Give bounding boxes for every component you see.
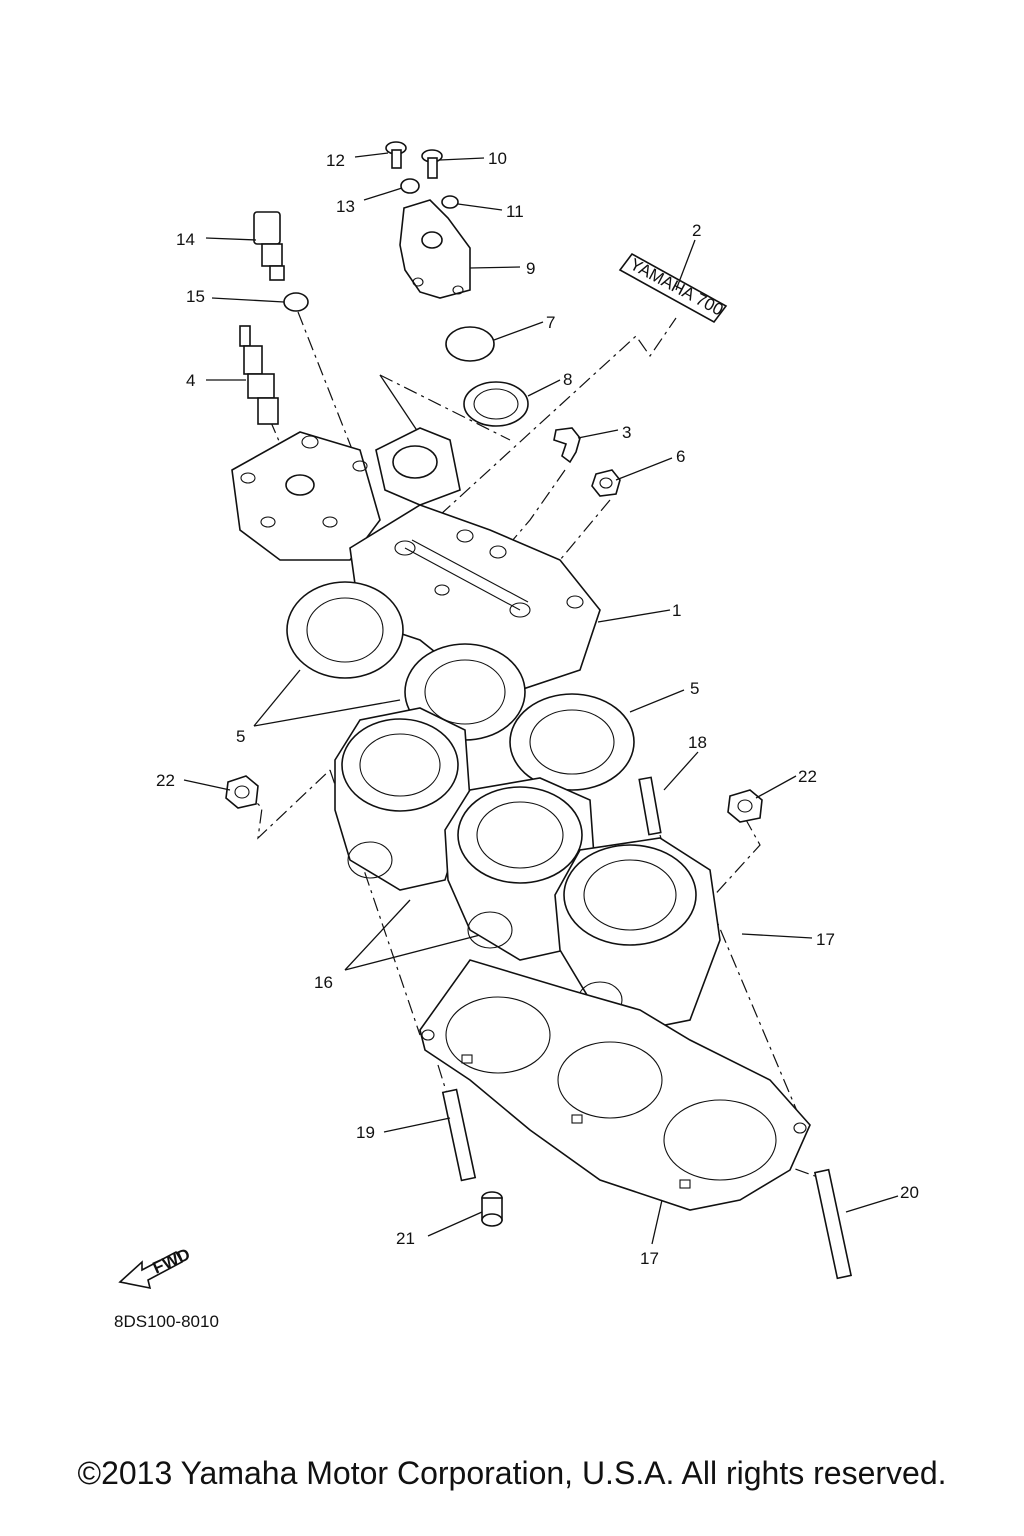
callout-22-left: 22 <box>156 771 175 790</box>
stud-20 <box>813 1168 853 1280</box>
forward-arrow: FWD <box>118 1245 193 1290</box>
callout-15: 15 <box>186 287 205 306</box>
cylinder-left <box>334 707 471 891</box>
cylinder-right <box>554 837 721 1031</box>
bolt-12 <box>385 141 407 169</box>
callout-22-right: 22 <box>798 767 817 786</box>
leader-lines <box>183 152 899 1245</box>
elbow-fitting-3 <box>553 427 581 464</box>
thermostat-housing <box>375 427 461 506</box>
callout-21: 21 <box>396 1229 415 1248</box>
callout-labels: 1 2 3 4 5 5 6 7 8 9 10 11 12 13 14 15 16… <box>156 149 919 1268</box>
callout-6: 6 <box>676 447 685 466</box>
diagram-code: 8DS100-8010 <box>114 1312 219 1331</box>
copyright-notice: ©2013 Yamaha Motor Corporation, U.S.A. A… <box>77 1455 947 1491</box>
spark-plug-4 <box>239 325 279 425</box>
head-gasket-left <box>286 581 404 679</box>
callout-17-lower: 17 <box>640 1249 659 1268</box>
washer-15 <box>283 292 309 312</box>
callout-5-left: 5 <box>236 727 245 746</box>
temperature-sensor-14 <box>253 211 285 281</box>
callout-5-right: 5 <box>690 679 699 698</box>
callout-8: 8 <box>563 370 572 389</box>
bolt-10 <box>421 149 443 179</box>
callout-18: 18 <box>688 733 707 752</box>
callout-12: 12 <box>326 151 345 170</box>
dowel-21 <box>481 1191 503 1227</box>
nut-22-right <box>727 789 763 823</box>
callout-11: 11 <box>506 202 524 221</box>
washer-13 <box>400 178 420 194</box>
callout-13: 13 <box>336 197 355 216</box>
callout-7: 7 <box>546 313 555 332</box>
head-gasket-right <box>509 693 635 791</box>
fwd-text: FWD <box>150 1245 193 1278</box>
callout-3: 3 <box>622 423 631 442</box>
group-brackets <box>253 374 481 971</box>
callout-16: 16 <box>314 973 333 992</box>
washer-11 <box>441 195 459 209</box>
callout-20: 20 <box>900 1183 919 1202</box>
callout-14: 14 <box>176 230 195 249</box>
callout-1: 1 <box>672 601 681 620</box>
decal-2: YAMAHA 700 <box>618 252 728 324</box>
callout-4: 4 <box>186 371 195 390</box>
stud-19 <box>441 1088 477 1182</box>
callout-10: 10 <box>488 149 507 168</box>
thermostat-cover-9 <box>399 199 471 299</box>
callout-17-upper: 17 <box>816 930 835 949</box>
callout-9: 9 <box>526 259 535 278</box>
nut-22-left <box>225 775 259 809</box>
o-ring-7 <box>445 326 495 362</box>
seal-8 <box>463 381 529 427</box>
nut-6 <box>591 469 621 497</box>
cylinder-head-left <box>231 431 381 561</box>
callout-19: 19 <box>356 1123 375 1142</box>
callout-2: 2 <box>692 221 701 240</box>
base-gasket <box>419 959 811 1211</box>
stud-18 <box>638 776 662 836</box>
